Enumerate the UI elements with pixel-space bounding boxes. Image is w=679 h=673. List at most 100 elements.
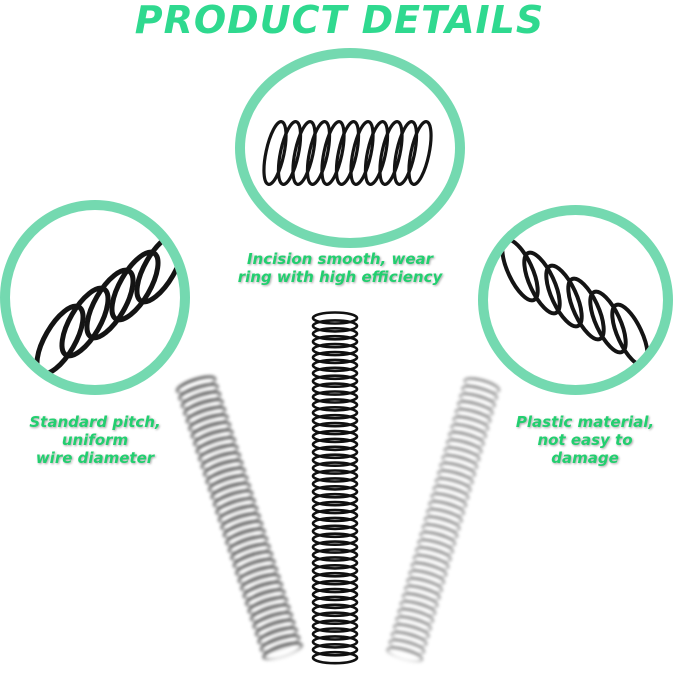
coil-loop bbox=[349, 120, 375, 186]
detail-photo-left bbox=[0, 200, 190, 395]
coil-loop bbox=[311, 350, 359, 365]
coil-loop bbox=[311, 603, 359, 618]
coil-loop bbox=[463, 377, 501, 394]
coil-closeup-top bbox=[262, 120, 433, 186]
coil-loop bbox=[311, 413, 359, 428]
coil-loop bbox=[311, 398, 359, 412]
coil-loop bbox=[311, 311, 359, 325]
coil-loop bbox=[311, 500, 359, 515]
coil-loop bbox=[311, 406, 359, 420]
coil-loop bbox=[311, 524, 359, 539]
coil-loop bbox=[197, 444, 239, 463]
coil-loop bbox=[215, 497, 257, 517]
coil-loop bbox=[311, 461, 359, 475]
coil-loop bbox=[230, 542, 271, 562]
coil-loop bbox=[392, 623, 430, 640]
coil-loop bbox=[311, 453, 359, 467]
coil-loop bbox=[205, 466, 247, 486]
coil-loop bbox=[378, 120, 404, 186]
coil-loop bbox=[461, 385, 499, 402]
coil-loop bbox=[430, 492, 468, 509]
coil-loop bbox=[311, 319, 359, 333]
coil-loop bbox=[252, 611, 294, 631]
coil-loop bbox=[175, 375, 217, 395]
coil-loop bbox=[443, 446, 481, 463]
coil-loop bbox=[311, 374, 359, 388]
coil-loop bbox=[311, 556, 359, 570]
caption-line: wire diameter bbox=[35, 449, 155, 467]
coil-loop bbox=[311, 532, 359, 546]
page-title: PRODUCT DETAILS bbox=[134, 0, 545, 42]
coil-loop bbox=[386, 646, 424, 663]
coil-loop bbox=[311, 469, 359, 483]
coil-loop bbox=[500, 237, 540, 303]
spring-coil-left-tilted bbox=[170, 370, 310, 670]
coil-loop bbox=[401, 592, 439, 609]
coil-loop bbox=[311, 382, 359, 396]
coil-loop bbox=[544, 263, 584, 329]
feature-caption-top: Incision smooth, wear ring with high eff… bbox=[210, 250, 470, 286]
detail-photo-top bbox=[235, 48, 465, 248]
coil-loop bbox=[311, 619, 359, 633]
coil-loop bbox=[183, 398, 224, 418]
caption-line: not easy to bbox=[537, 431, 633, 449]
coil-loop bbox=[390, 631, 428, 648]
coil-loop bbox=[388, 638, 426, 656]
spring-coil-center bbox=[300, 308, 370, 670]
coil-loop bbox=[237, 565, 279, 585]
coil-loop bbox=[311, 571, 359, 586]
coil-loop bbox=[419, 531, 457, 548]
coil-loop bbox=[200, 451, 242, 471]
coil-loop bbox=[254, 619, 296, 638]
coil-loop bbox=[311, 358, 359, 373]
coil-loop bbox=[202, 459, 244, 479]
coil-loop bbox=[257, 626, 299, 646]
coil-loop bbox=[394, 615, 433, 632]
caption-line: uniform bbox=[61, 431, 129, 449]
coil-loop bbox=[311, 548, 359, 562]
coil-loop bbox=[311, 342, 359, 357]
coil-loop bbox=[311, 627, 359, 641]
coil-loop bbox=[311, 508, 359, 523]
coil-loop bbox=[610, 302, 650, 368]
coil-loop bbox=[225, 527, 266, 547]
coil-loop bbox=[188, 413, 229, 433]
coil-loop bbox=[220, 512, 262, 532]
coil-loop bbox=[311, 635, 359, 649]
coil-loop bbox=[399, 600, 437, 617]
coil-loop bbox=[227, 535, 269, 555]
coil-loop bbox=[185, 405, 227, 425]
coil-closeup-right bbox=[500, 237, 650, 368]
coil-loop bbox=[311, 421, 359, 436]
coil-loop bbox=[249, 603, 291, 623]
coil-loop bbox=[458, 392, 497, 409]
coil-loop bbox=[425, 508, 463, 525]
coil-loop bbox=[311, 650, 359, 665]
coil-loop bbox=[441, 454, 479, 471]
detail-photo-right bbox=[478, 205, 673, 395]
coil-loop bbox=[210, 482, 252, 501]
caption-line: ring with high efficiency bbox=[237, 268, 443, 286]
coil-loop bbox=[392, 120, 419, 186]
coil-loop bbox=[412, 554, 450, 571]
feature-caption-left: Standard pitch, uniform wire diameter bbox=[10, 413, 180, 467]
coil-loop bbox=[311, 429, 359, 444]
coil-loop bbox=[235, 558, 276, 577]
coil-loop bbox=[311, 334, 359, 349]
coil-loop bbox=[456, 400, 494, 417]
coil-loop bbox=[239, 573, 281, 593]
coil-loop bbox=[305, 120, 332, 186]
coil-loop bbox=[217, 504, 259, 524]
coil-loop bbox=[259, 634, 301, 654]
coil-loop bbox=[262, 641, 304, 661]
coil-loop bbox=[247, 596, 289, 615]
coil-loop bbox=[408, 569, 446, 586]
coil-loop bbox=[417, 538, 455, 556]
coil-loop bbox=[334, 120, 361, 186]
coil-loop bbox=[134, 231, 180, 305]
coil-loop bbox=[432, 485, 470, 502]
coil-loop bbox=[588, 289, 628, 355]
coil-loop bbox=[405, 577, 444, 594]
coil-loop bbox=[242, 580, 284, 600]
